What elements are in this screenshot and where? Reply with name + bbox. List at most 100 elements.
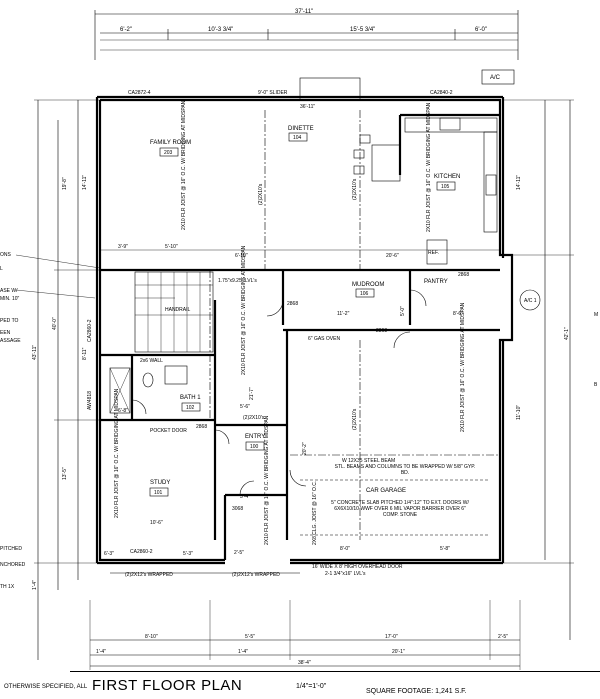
svg-text:L: L (0, 266, 3, 272)
range (485, 174, 497, 196)
svg-text:1'-4": 1'-4" (238, 649, 248, 655)
svg-text:13'-5": 13'-5" (62, 467, 68, 480)
slab-note: 5" CONCRETE SLAB PITCHED 1/4":12" TO EXT… (331, 500, 469, 518)
svg-text:ASE W/: ASE W/ (0, 288, 18, 294)
svg-text:5'-10": 5'-10" (165, 244, 178, 250)
window-ca2872: CA2872-4 (128, 90, 151, 96)
svg-text:M: M (594, 312, 598, 318)
door-2868-d: 2868 (196, 424, 207, 430)
interior-walls (100, 113, 500, 560)
gas-oven-note: 6" GAS OVEN (308, 336, 340, 342)
svg-text:MIN. 10": MIN. 10" (0, 296, 20, 302)
handrail-label: HANDRAIL (165, 307, 191, 313)
window-aw4818: AW4818 (87, 391, 93, 410)
drawing-title: FIRST FLOOR PLAN (92, 677, 243, 694)
svg-text:TH 1X: TH 1X (0, 584, 15, 590)
kitchen-island (371, 144, 401, 182)
room-dinette: DINETTE (288, 126, 314, 132)
beam-2x10-d: (2)2X10's (243, 415, 265, 421)
room-garage: CAR GARAGE (366, 488, 406, 494)
svg-text:40'-0": 40'-0" (52, 317, 58, 330)
shower (109, 367, 131, 414)
svg-text:203: 203 (164, 150, 173, 156)
svg-text:PED TO: PED TO (0, 318, 19, 324)
svg-text:5'-8": 5'-8" (440, 546, 450, 552)
svg-text:11'-2": 11'-2" (337, 311, 350, 317)
room-study: STUDY (150, 480, 170, 486)
room-entry: ENTRY (245, 434, 265, 440)
refrigerator (426, 239, 448, 265)
pocket-door-label: POCKET DOOR (150, 428, 187, 434)
right-dimensions: 14'-11" 42'-1" 11'-10" M B (503, 99, 598, 640)
svg-text:20'-6": 20'-6" (386, 253, 399, 259)
window-slider: 9'-0" SLIDER (258, 90, 288, 96)
svg-text:5'-3": 5'-3" (183, 551, 193, 557)
beam-2x10-b: (2)2X10's (352, 178, 358, 200)
beam-2x10-a: (2)2X10's (258, 183, 264, 205)
door-3068: 3068 (232, 506, 243, 512)
dim-overall-top: 37'-11" (295, 9, 313, 15)
window-ca2860-bottom: CA2860-2 (130, 549, 153, 555)
svg-text:42'-1": 42'-1" (564, 327, 570, 340)
left-dimensions: 19'-8" 14'-11" 40'-0" 43'-11" 8'-11" 13'… (32, 99, 100, 660)
garage-door-note: 16' WIDE X 8' HIGH OVERHEAD DOOR (312, 564, 403, 570)
svg-text:B: B (594, 382, 598, 388)
drawing-scale: 1/4"=1'-0" (296, 683, 327, 690)
svg-text:PITCHED: PITCHED (0, 546, 22, 552)
svg-text:5'-6": 5'-6" (240, 404, 250, 410)
header-wrapped-1: (2)2X12's WRAPPED (125, 572, 173, 578)
steel-beam-note: W 12X35 STEEL BEAM (342, 458, 395, 464)
dim-inner-top: 36'-11" (300, 104, 315, 110)
ac1-label: A/C 1 (524, 298, 537, 304)
room-family: FAMILY ROOM (150, 140, 191, 146)
dim-top-b: 10'-3 3/4" (208, 27, 233, 33)
exterior-walls (95, 95, 514, 565)
vanity (164, 365, 188, 385)
svg-text:2'-5": 2'-5" (234, 550, 244, 556)
square-footage: SQUARE FOOTAGE: 1,241 S.F. (366, 688, 467, 695)
title-rule (70, 671, 600, 672)
ref-label: REF. (428, 250, 439, 256)
dinette-chairs (353, 134, 371, 175)
svg-text:17'-0": 17'-0" (385, 634, 398, 640)
svg-text:101: 101 (154, 490, 163, 496)
general-note: OTHERWISE SPECIFIED, ALL (4, 684, 88, 690)
joist-note-family: 2X10 FLR JOIST @ 16" O.C. W/ BRIDGING AT… (181, 100, 187, 230)
svg-text:3'-9": 3'-9" (118, 244, 128, 250)
door-2868-b: 2868 (458, 272, 469, 278)
svg-text:8'-11": 8'-11" (82, 347, 88, 360)
room-mudroom: MUDROOM (352, 282, 384, 288)
door-2868-a: 2868 (287, 301, 298, 307)
svg-text:10'-6": 10'-6" (150, 520, 163, 526)
svg-text:6'-3": 6'-3" (104, 551, 114, 557)
dim-top-c: 15'-5 3/4" (350, 27, 375, 33)
joist-note-hall: 2X10 FLR JOIST @ 16" O.C. W/ BRIDGING AT… (241, 245, 247, 375)
dim-top-d: 6'-0" (475, 27, 487, 33)
wall-2x6: 2x6 WALL (140, 358, 163, 364)
svg-text:102: 102 (186, 405, 195, 411)
ac-unit-circle (519, 289, 541, 311)
svg-text:NCHORED: NCHORED (0, 562, 26, 568)
svg-text:105: 105 (441, 184, 450, 190)
svg-text:14'-11": 14'-11" (516, 175, 522, 190)
svg-text:21'-7": 21'-7" (249, 387, 255, 400)
kitchen-sink (439, 117, 461, 131)
svg-text:100: 100 (250, 444, 259, 450)
svg-text:EEN: EEN (0, 330, 11, 336)
header-wrapped-2: (2)2X12's WRAPPED (232, 572, 280, 578)
room-pantry: PANTRY (424, 279, 448, 285)
dim-top-a: 6'-2" (120, 27, 132, 33)
joist-note-kitchen: 2X10 FLR JOIST @ 16" O.C. W/ BRIDGING AT… (426, 102, 432, 232)
svg-text:8'-10": 8'-10" (145, 634, 158, 640)
window-ca2840: CA2840-2 (430, 90, 453, 96)
svg-text:6'-8": 6'-8" (118, 408, 128, 414)
steel-wrap-note: STL. BEAMS AND COLUMNS TO BE WRAPPED W/ … (335, 464, 476, 476)
svg-text:1'-4": 1'-4" (32, 580, 38, 590)
svg-text:38'-4": 38'-4" (298, 660, 311, 666)
svg-text:8'-6": 8'-6" (453, 311, 463, 317)
beam-2x10-c: (2)2X10's (352, 408, 358, 430)
svg-text:ONS: ONS (0, 252, 12, 258)
room-kitchen: KITCHEN (434, 174, 460, 180)
interior-dimensions: 3'-9" 5'-10" 6'-10" 20'-6" 11'-2" 8'-6" … (100, 244, 500, 557)
